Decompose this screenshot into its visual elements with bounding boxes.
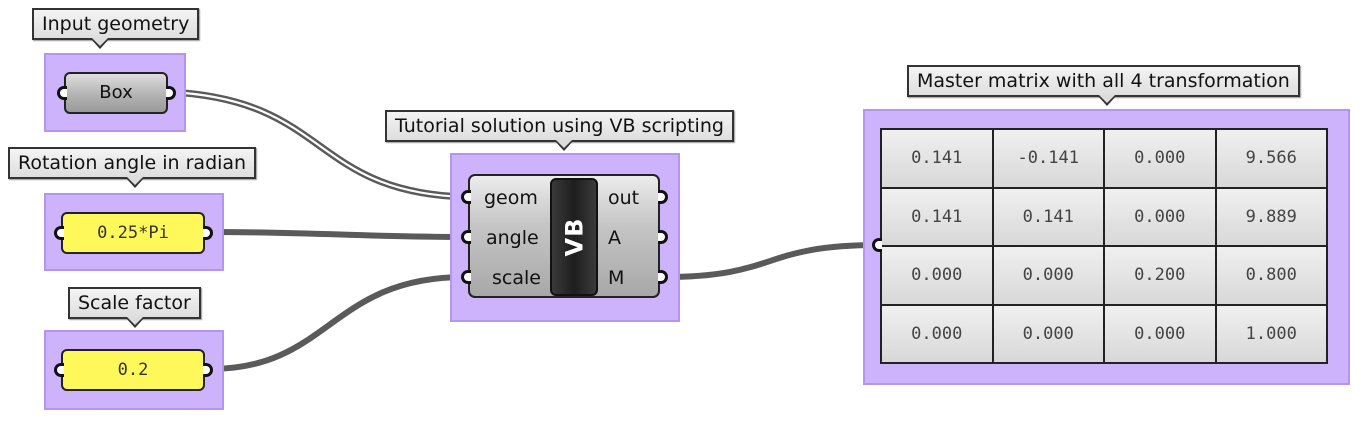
callout-rotation-angle-label: Rotation angle in radian — [18, 152, 247, 174]
matrix-cell: 0.141 — [882, 130, 992, 187]
matrix-panel-input-grip[interactable] — [872, 238, 882, 252]
scale-number-value: 0.2 — [117, 360, 149, 380]
scale-input-grip[interactable] — [461, 270, 471, 284]
scale-param-input-grip[interactable] — [54, 363, 64, 377]
angle-param-output-grip[interactable] — [203, 226, 213, 240]
vb-component-label: VB — [560, 217, 588, 257]
input-port-scale[interactable]: scale — [492, 267, 541, 289]
matrix-cell: 9.889 — [1216, 188, 1326, 245]
box-param-label: Box — [99, 82, 133, 103]
matrix-cell: 0.800 — [1216, 247, 1326, 304]
callout-scale-factor: Scale factor — [68, 287, 201, 328]
callout-master-matrix: Master matrix with all 4 transformation — [907, 65, 1300, 106]
box-param[interactable]: Box — [64, 72, 168, 114]
wire-m-to-matrix[interactable] — [662, 242, 879, 280]
scale-number-param[interactable]: 0.2 — [61, 349, 205, 391]
out-output-grip[interactable] — [658, 190, 668, 204]
matrix-cell: 1.000 — [1216, 305, 1326, 362]
callout-scale-factor-label: Scale factor — [78, 292, 191, 314]
matrix-cell: 0.141 — [993, 188, 1103, 245]
matrix-cell: 0.000 — [1105, 188, 1215, 245]
matrix-cell: 0.000 — [882, 305, 992, 362]
output-port-m[interactable]: M — [608, 267, 625, 289]
matrix-cell: 0.141 — [882, 188, 992, 245]
matrix-cell: 0.000 — [993, 305, 1103, 362]
vb-component-core[interactable]: VB — [550, 178, 598, 296]
matrix-cell: 0.000 — [882, 247, 992, 304]
output-port-out[interactable]: out — [608, 187, 640, 209]
callout-tutorial-solution-label: Tutorial solution using VB scripting — [395, 115, 724, 137]
matrix-cell: 9.566 — [1216, 130, 1326, 187]
matrix-cell: 0.200 — [1105, 247, 1215, 304]
m-output-grip[interactable] — [658, 270, 668, 284]
callout-input-geometry-label: Input geometry — [42, 13, 190, 35]
wire-angle-to-angle[interactable] — [209, 229, 466, 240]
callout-tutorial-solution: Tutorial solution using VB scripting — [385, 110, 734, 151]
output-port-a[interactable]: A — [608, 227, 621, 249]
box-param-output-grip[interactable] — [166, 86, 176, 100]
matrix-cell: 0.000 — [1105, 130, 1215, 187]
input-port-angle[interactable]: angle — [486, 227, 539, 249]
angle-input-grip[interactable] — [461, 230, 471, 244]
callout-input-geometry: Input geometry — [32, 8, 200, 49]
callout-master-matrix-label: Master matrix with all 4 transformation — [917, 70, 1290, 92]
vb-script-component[interactable]: geom angle scale VB out A M — [468, 174, 660, 298]
box-param-input-grip[interactable] — [57, 86, 67, 100]
a-output-grip[interactable] — [658, 230, 668, 244]
matrix-cell: -0.141 — [993, 130, 1103, 187]
matrix-panel[interactable]: 0.141 -0.141 0.000 9.566 0.141 0.141 0.0… — [880, 128, 1328, 364]
matrix-cell: 0.000 — [993, 247, 1103, 304]
angle-number-value: 0.25*Pi — [97, 223, 169, 243]
wire-scale-to-scale[interactable] — [209, 274, 466, 372]
scale-param-output-grip[interactable] — [203, 363, 213, 377]
angle-param-input-grip[interactable] — [54, 226, 64, 240]
angle-number-param[interactable]: 0.25*Pi — [61, 212, 205, 254]
geom-input-grip[interactable] — [461, 190, 471, 204]
callout-rotation-angle: Rotation angle in radian — [8, 147, 257, 188]
input-port-geom[interactable]: geom — [484, 187, 538, 209]
matrix-cell: 0.000 — [1105, 305, 1215, 362]
